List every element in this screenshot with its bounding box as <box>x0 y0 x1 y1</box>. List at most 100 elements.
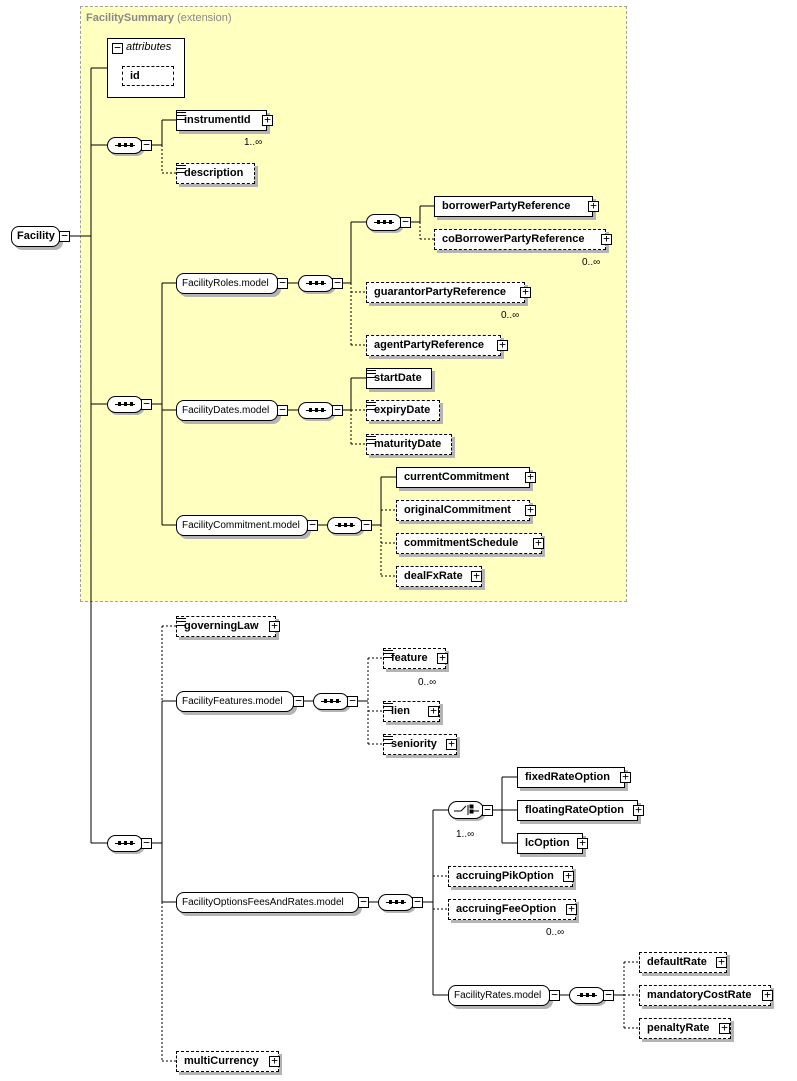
choice-compositor <box>448 801 484 819</box>
expand-icon[interactable]: + <box>577 837 588 849</box>
expand-icon[interactable]: + <box>633 804 644 816</box>
expand-icon[interactable]: + <box>471 570 482 582</box>
cardinality-guarantor: 0..∞ <box>501 310 520 321</box>
expand-icon[interactable]: + <box>525 504 536 516</box>
attribute-id[interactable]: id <box>122 66 174 86</box>
element-originalCommitment[interactable]: originalCommitment <box>396 500 530 521</box>
group-facility-commitment-model[interactable]: FacilityCommitment.model <box>176 515 308 536</box>
group-facility-roles-model[interactable]: FacilityRoles.model <box>176 273 278 294</box>
collapse-icon[interactable]: − <box>482 804 493 816</box>
annotation-icon <box>367 370 376 378</box>
collapse-icon[interactable]: − <box>293 695 304 707</box>
collapse-icon[interactable]: − <box>603 989 614 1001</box>
element-accruingPikOption[interactable]: accruingPikOption <box>448 866 573 887</box>
element-dealFxRate[interactable]: dealFxRate <box>396 566 482 587</box>
expand-icon[interactable]: + <box>533 537 544 549</box>
annotation-icon <box>384 703 393 711</box>
sequence-compositor <box>107 835 143 852</box>
element-seniority[interactable]: seniority <box>383 734 457 755</box>
expand-icon[interactable]: + <box>601 233 612 245</box>
expand-icon[interactable]: + <box>525 471 536 483</box>
collapse-icon[interactable]: − <box>400 216 411 228</box>
expand-icon[interactable]: + <box>716 956 727 968</box>
extension-name: FacilitySummary <box>86 12 175 24</box>
element-defaultRate[interactable]: defaultRate <box>639 952 727 973</box>
choice-switch-icon <box>454 804 479 815</box>
expand-icon[interactable]: + <box>262 114 273 126</box>
element-penaltyRate[interactable]: penaltyRate <box>639 1018 731 1039</box>
root-facility[interactable]: Facility <box>11 226 60 247</box>
collapse-icon[interactable]: − <box>59 230 70 242</box>
annotation-icon <box>177 165 186 173</box>
element-instrumentId[interactable]: instrumentId <box>176 110 267 131</box>
sequence-compositor <box>298 402 334 419</box>
expand-icon[interactable]: + <box>588 200 599 212</box>
sequence-compositor <box>107 137 143 154</box>
element-currentCommitment[interactable]: currentCommitment <box>396 467 530 488</box>
extension-title: FacilitySummary (extension) <box>86 12 232 24</box>
collapse-icon[interactable]: − <box>332 404 343 416</box>
cardinality-coBorrower: 0..∞ <box>582 257 601 268</box>
collapse-icon[interactable]: − <box>332 277 343 289</box>
collapse-icon[interactable]: − <box>549 989 560 1001</box>
group-facility-rates-model[interactable]: FacilityRates.model <box>448 985 550 1006</box>
expand-icon[interactable]: + <box>566 903 577 915</box>
element-commitmentSchedule[interactable]: commitmentSchedule <box>396 533 542 554</box>
element-description[interactable]: description <box>176 163 255 184</box>
sequence-compositor <box>366 214 402 231</box>
annotation-icon <box>367 402 376 410</box>
collapse-icon[interactable]: − <box>141 398 152 410</box>
collapse-icon[interactable]: − <box>361 519 372 531</box>
sequence-compositor <box>327 517 363 534</box>
element-expiryDate[interactable]: expiryDate <box>366 400 440 421</box>
extension-region <box>80 6 627 602</box>
element-borrowerPartyReference[interactable]: borrowerPartyReference <box>434 196 593 217</box>
cardinality-feature: 0..∞ <box>418 677 437 688</box>
element-lien[interactable]: lien <box>383 701 440 722</box>
element-startDate[interactable]: startDate <box>366 368 432 389</box>
expand-icon[interactable]: + <box>620 771 631 783</box>
element-governingLaw[interactable]: governingLaw <box>176 616 276 637</box>
element-floatingRateOption[interactable]: floatingRateOption <box>517 800 638 821</box>
collapse-icon[interactable]: − <box>277 404 288 416</box>
element-fixedRateOption[interactable]: fixedRateOption <box>517 767 625 788</box>
element-lcOption[interactable]: lcOption <box>517 833 583 854</box>
collapse-icon[interactable]: − <box>141 837 152 849</box>
annotation-icon <box>367 436 376 444</box>
expand-icon[interactable]: + <box>563 870 574 882</box>
group-facility-dates-model[interactable]: FacilityDates.model <box>176 400 278 421</box>
collapse-icon[interactable]: − <box>277 277 288 289</box>
collapse-icon[interactable]: − <box>347 695 358 707</box>
sequence-compositor <box>313 693 349 710</box>
element-mandatoryCostRate[interactable]: mandatoryCostRate <box>639 985 771 1006</box>
expand-icon[interactable]: + <box>520 286 531 298</box>
element-agentPartyReference[interactable]: agentPartyReference <box>366 335 501 356</box>
collapse-icon[interactable]: − <box>112 42 123 54</box>
sequence-compositor <box>107 396 143 413</box>
expand-icon[interactable]: + <box>497 339 508 351</box>
expand-icon[interactable]: + <box>437 652 448 664</box>
expand-icon[interactable]: + <box>269 1055 280 1067</box>
sequence-compositor <box>298 275 334 292</box>
cardinality-accruingFee: 0..∞ <box>546 927 565 938</box>
expand-icon[interactable]: + <box>269 620 280 632</box>
expand-icon[interactable]: + <box>428 705 439 717</box>
element-coBorrowerPartyReference[interactable]: coBorrowerPartyReference <box>434 229 606 250</box>
element-guarantorPartyReference[interactable]: guarantorPartyReference <box>366 282 525 303</box>
collapse-icon[interactable]: − <box>141 139 152 151</box>
element-maturityDate[interactable]: maturityDate <box>366 434 452 455</box>
element-multiCurrency[interactable]: multiCurrency <box>176 1051 279 1072</box>
extension-kind: (extension) <box>177 12 232 24</box>
element-accruingFeeOption[interactable]: accruingFeeOption <box>448 899 576 920</box>
annotation-icon <box>384 650 393 658</box>
expand-icon[interactable]: + <box>762 989 773 1001</box>
group-facility-options-fees-and-rates-model[interactable]: FacilityOptionsFeesAndRates.model <box>176 892 359 913</box>
collapse-icon[interactable]: − <box>412 896 423 908</box>
collapse-icon[interactable]: − <box>307 519 318 531</box>
collapse-icon[interactable]: − <box>358 896 369 908</box>
expand-icon[interactable]: + <box>719 1022 730 1034</box>
sequence-compositor <box>378 894 414 911</box>
expand-icon[interactable]: + <box>446 738 457 750</box>
group-facility-features-model[interactable]: FacilityFeatures.model <box>176 691 294 712</box>
